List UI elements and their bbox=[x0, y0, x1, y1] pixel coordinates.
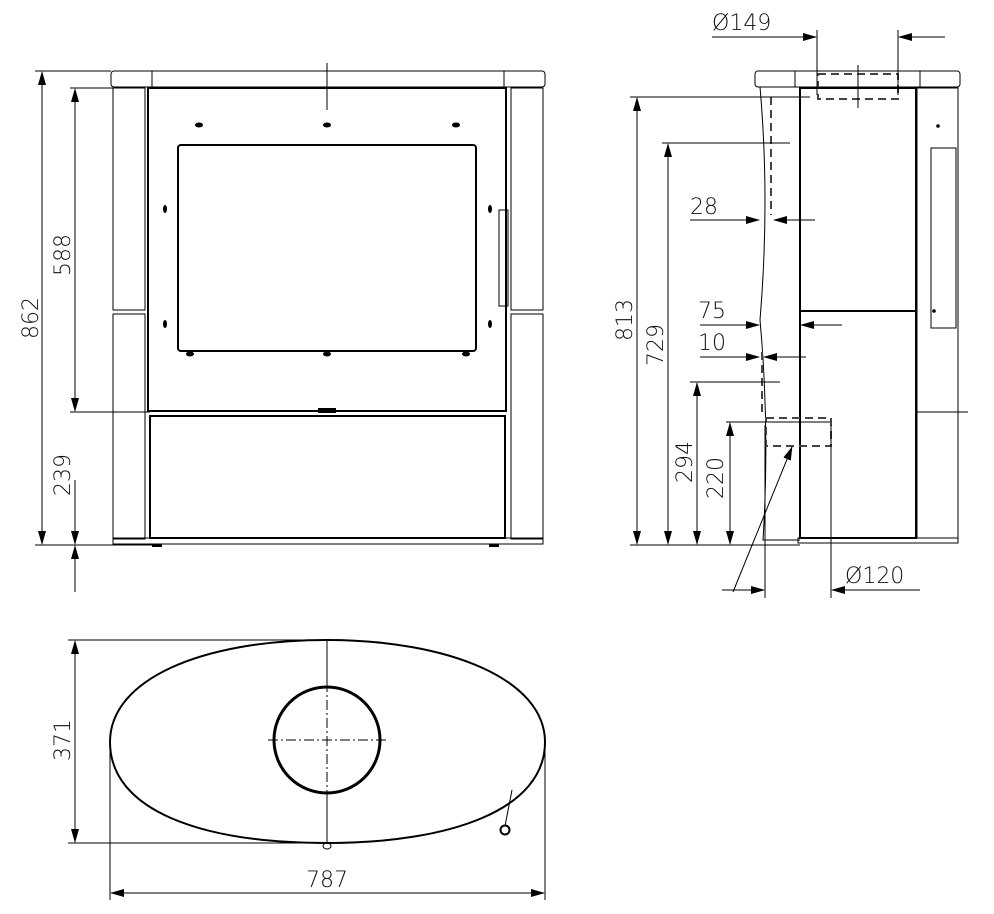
dim-294: 294 bbox=[673, 441, 698, 483]
dim-220: 220 bbox=[704, 457, 729, 499]
dim-729: 729 bbox=[644, 324, 669, 366]
dim-base-height: 239 bbox=[51, 454, 76, 496]
top-view: 371 787 bbox=[51, 638, 547, 900]
dim-width: 787 bbox=[306, 868, 348, 893]
dim-75: 75 bbox=[698, 299, 726, 324]
knob bbox=[499, 824, 511, 836]
dim-flue-120: Ø120 bbox=[845, 564, 904, 589]
dim-28: 28 bbox=[690, 195, 718, 220]
dim-10: 10 bbox=[698, 331, 726, 356]
ash-drawer bbox=[149, 415, 506, 539]
dim-depth: 371 bbox=[51, 719, 76, 761]
dim-flue-149: Ø149 bbox=[712, 11, 771, 36]
front-view: 862 588 239 bbox=[19, 63, 546, 592]
door-handle bbox=[498, 209, 509, 307]
dim-813: 813 bbox=[613, 299, 638, 341]
glass-window bbox=[177, 144, 477, 352]
dim-overall-height: 862 bbox=[19, 297, 44, 339]
dim-door-height: 588 bbox=[51, 234, 76, 276]
side-view: 813 729 294 220 Ø149 28 75 10 Ø120 bbox=[613, 11, 968, 598]
